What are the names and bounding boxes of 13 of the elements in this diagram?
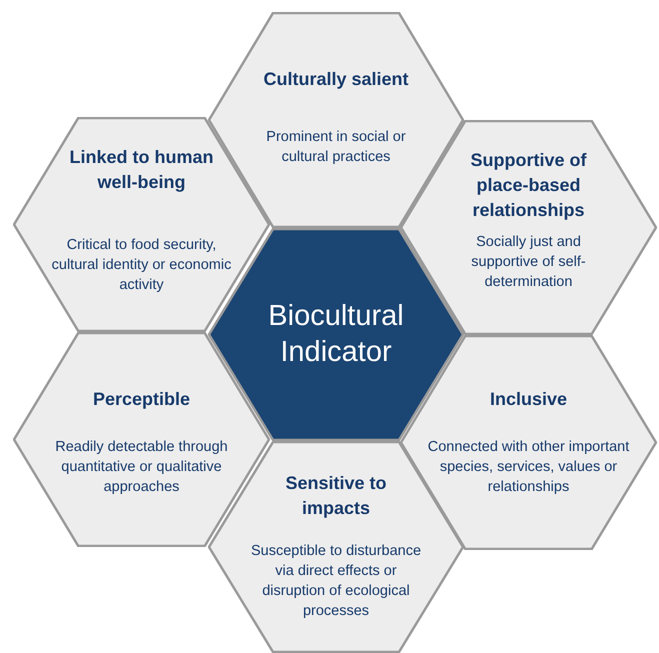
hexagon-description: Connected with other important species, services, values or relationships	[426, 438, 630, 497]
hexagon-heading: Supportive of place-based relationships	[470, 149, 588, 222]
hexagon-description: Susceptible to disturbance via direct effects or disruption of ecological processes	[250, 542, 422, 621]
hexagon-description: Critical to food security, cultural identity or economic activity	[50, 236, 232, 295]
hexagon-heading: Linked to human well-being	[68, 146, 214, 194]
hexagon-heading: Sensitive to impacts	[284, 472, 388, 520]
hexagon-heading: Culturally salient	[262, 68, 410, 91]
hexagon-description: Readily detectable through quantitative or qualitative approaches	[54, 438, 229, 497]
hexagon-heading: Inclusive	[488, 388, 568, 411]
center-title: Biocultural Indicator	[267, 299, 405, 370]
hexagon-description: Socially just and supportive of self-determination	[470, 233, 587, 292]
hexagon-heading: Perceptible	[92, 388, 192, 411]
hexagon-description: Prominent in social or cultural practices	[265, 128, 407, 167]
